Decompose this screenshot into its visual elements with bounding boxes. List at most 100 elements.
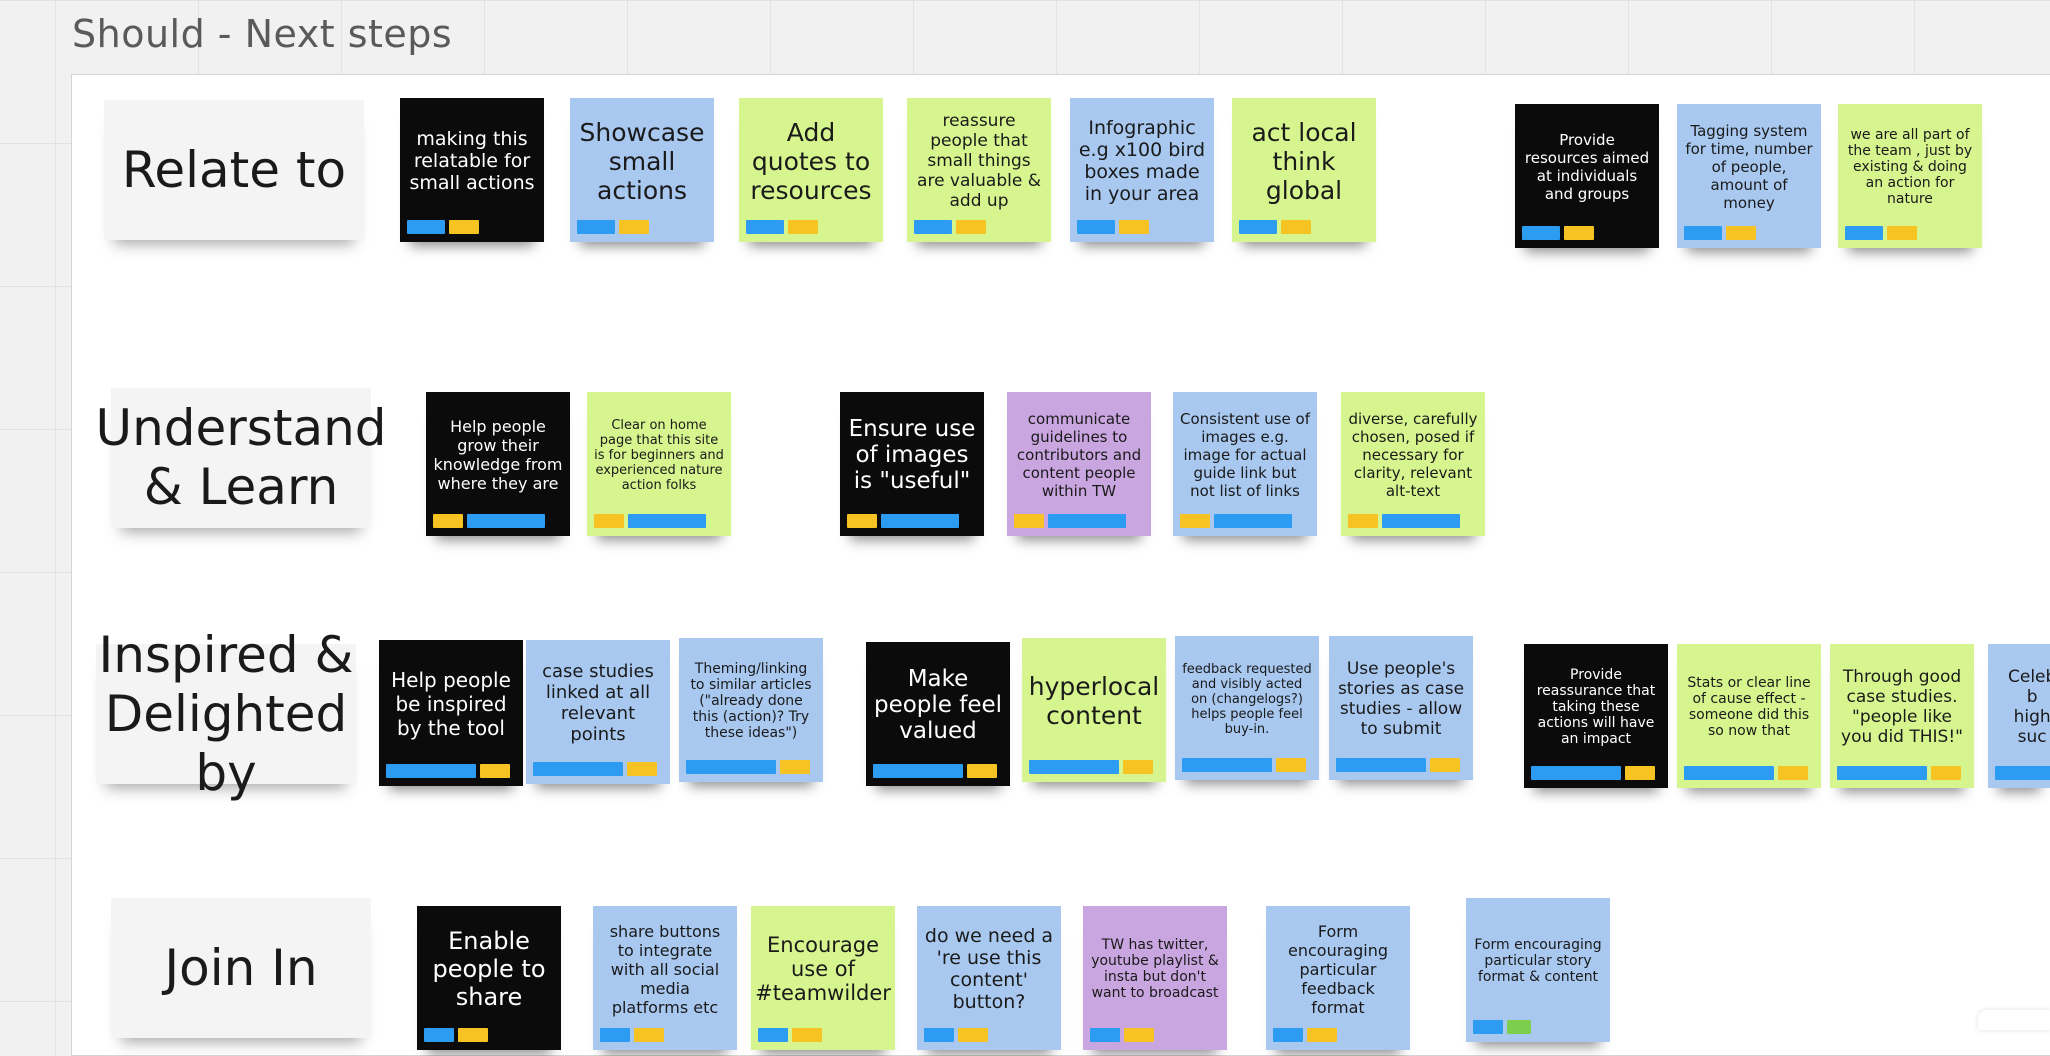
note-text: Through good case studies. "people like … xyxy=(1841,667,1963,747)
sticky-note[interactable]: Make people feel valued xyxy=(866,642,1010,786)
row-label-join-in[interactable]: Join In xyxy=(111,898,371,1038)
note-tags xyxy=(1684,766,1808,780)
note-text: Form encouraging particular feedback for… xyxy=(1288,921,1388,1017)
sticky-note[interactable]: Stats or clear line of cause effect - so… xyxy=(1677,644,1821,788)
note-text: TW has twitter, youtube playlist & insta… xyxy=(1091,937,1219,1001)
sticky-note[interactable]: Add quotes to resources xyxy=(739,98,883,242)
sticky-note[interactable]: Form encouraging particular feedback for… xyxy=(1266,906,1410,1050)
note-tags xyxy=(1522,226,1594,240)
sticky-note[interactable]: diverse, carefully chosen, posed if nece… xyxy=(1341,392,1485,536)
note-text: Provide resources aimed at individuals a… xyxy=(1524,131,1650,203)
row-label-relate-to[interactable]: Relate to xyxy=(104,100,364,240)
note-text: Help people grow their knowledge from wh… xyxy=(433,417,563,493)
sticky-note[interactable]: making this relatable for small actions xyxy=(400,98,544,242)
note-text: Stats or clear line of cause effect - so… xyxy=(1687,675,1811,739)
note-text: share buttons to integrate with all soci… xyxy=(609,921,721,1017)
note-text: Help people be inspired by the tool xyxy=(391,668,511,740)
sticky-note[interactable]: Use people's stories as case studies - a… xyxy=(1329,636,1473,780)
note-tags xyxy=(1029,760,1153,774)
sticky-note[interactable]: Theming/linking to similar articles ("al… xyxy=(679,638,823,782)
sticky-note[interactable]: case studies linked at all relevant poin… xyxy=(526,640,670,784)
note-text: Tagging system for time, number of peopl… xyxy=(1685,122,1813,212)
sticky-note[interactable]: Help people be inspired by the tool xyxy=(379,640,523,786)
note-text: Use people's stories as case studies - a… xyxy=(1337,659,1465,739)
sticky-note[interactable]: communicate guidelines to contributors a… xyxy=(1007,392,1151,536)
note-tags xyxy=(1273,1028,1337,1042)
note-tags xyxy=(1995,766,2050,780)
note-text: Encourage use of #teamwilder xyxy=(755,933,891,1005)
note-text: Infographic e.g x100 bird boxes made in … xyxy=(1078,117,1206,205)
note-tags xyxy=(1014,514,1126,528)
sticky-note[interactable]: Enable people to share xyxy=(417,906,561,1050)
note-tags xyxy=(1837,766,1961,780)
note-tags xyxy=(686,760,810,774)
note-tags xyxy=(386,764,510,778)
sticky-note[interactable]: act local think global xyxy=(1232,98,1376,242)
note-tags xyxy=(1336,758,1460,772)
note-text: hyperlocal content xyxy=(1028,672,1160,730)
note-text: Ensure use of images is "useful" xyxy=(848,416,976,494)
note-tags xyxy=(924,1028,988,1042)
note-tags xyxy=(1180,514,1292,528)
note-text: feedback requested and visibly acted on … xyxy=(1182,661,1312,737)
sticky-note[interactable]: Ensure use of images is "useful" xyxy=(840,392,984,536)
note-text: making this relatable for small actions xyxy=(409,128,535,194)
note-text: do we need a 're use this content' butto… xyxy=(924,925,1054,1013)
note-tags xyxy=(746,220,818,234)
note-tags xyxy=(847,514,959,528)
note-tags xyxy=(1845,226,1917,240)
note-tags xyxy=(594,514,706,528)
note-text: diverse, carefully chosen, posed if nece… xyxy=(1348,410,1478,500)
sticky-note[interactable]: TW has twitter, youtube playlist & insta… xyxy=(1083,906,1227,1050)
note-text: reassure people that small things are va… xyxy=(917,111,1041,211)
note-tags xyxy=(424,1028,488,1042)
sticky-note[interactable]: Infographic e.g x100 bird boxes made in … xyxy=(1070,98,1214,242)
note-tags xyxy=(873,764,997,778)
note-text: Clear on home page that this site is for… xyxy=(594,417,724,493)
sticky-note[interactable]: Clear on home page that this site is for… xyxy=(587,392,731,536)
sticky-note[interactable]: Form encouraging particular story format… xyxy=(1466,898,1610,1042)
note-text: we are all part of the team , just by ex… xyxy=(1847,127,1973,207)
sticky-note[interactable]: Help people grow their knowledge from wh… xyxy=(426,392,570,536)
note-text: communicate guidelines to contributors a… xyxy=(1016,410,1142,500)
sticky-note[interactable]: Encourage use of #teamwilder xyxy=(751,906,895,1050)
sticky-note[interactable]: Showcase small actions xyxy=(570,98,714,242)
sticky-note[interactable]: share buttons to integrate with all soci… xyxy=(593,906,737,1050)
sticky-note[interactable]: Through good case studies. "people like … xyxy=(1830,644,1974,788)
note-tags xyxy=(1473,1020,1531,1034)
row-label-inspired-delighted[interactable]: Inspired & Delighted by xyxy=(96,626,356,802)
sticky-note[interactable]: Provide resources aimed at individuals a… xyxy=(1515,104,1659,248)
sticky-note[interactable]: reassure people that small things are va… xyxy=(907,98,1051,242)
note-tags xyxy=(600,1028,664,1042)
frame-title[interactable]: Should - Next steps xyxy=(72,12,453,56)
note-tags xyxy=(914,220,986,234)
note-tags xyxy=(577,220,649,234)
note-tags xyxy=(1684,226,1756,240)
note-text: Enable people to share xyxy=(432,927,546,1011)
sticky-note[interactable]: Tagging system for time, number of peopl… xyxy=(1677,104,1821,248)
sticky-note[interactable]: hyperlocal content xyxy=(1022,638,1166,782)
note-text: Consistent use of images e.g. image for … xyxy=(1180,410,1310,500)
row-label-understand-learn[interactable]: Understand & Learn xyxy=(95,388,387,528)
note-text: Showcase small actions xyxy=(579,117,705,205)
board-corner-panel[interactable] xyxy=(1978,1010,2050,1030)
note-tags xyxy=(1531,766,1655,780)
note-text: Form encouraging particular story format… xyxy=(1474,937,1602,985)
note-tags xyxy=(533,762,657,776)
note-tags xyxy=(407,220,479,234)
note-tags xyxy=(1077,220,1149,234)
sticky-note[interactable]: Consistent use of images e.g. image for … xyxy=(1173,392,1317,536)
note-tags xyxy=(758,1028,822,1042)
note-text: case studies linked at all relevant poin… xyxy=(542,661,654,745)
note-text: Add quotes to resources xyxy=(750,117,872,205)
sticky-note[interactable]: feedback requested and visibly acted on … xyxy=(1175,636,1319,780)
sticky-note[interactable]: we are all part of the team , just by ex… xyxy=(1838,104,1982,248)
sticky-note[interactable]: do we need a 're use this content' butto… xyxy=(917,906,1061,1050)
sticky-note[interactable]: Provide reassurance that taking these ac… xyxy=(1524,644,1668,788)
note-tags xyxy=(1348,514,1460,528)
note-tags xyxy=(1239,220,1311,234)
note-tags xyxy=(1182,758,1306,772)
note-tags xyxy=(433,514,545,528)
